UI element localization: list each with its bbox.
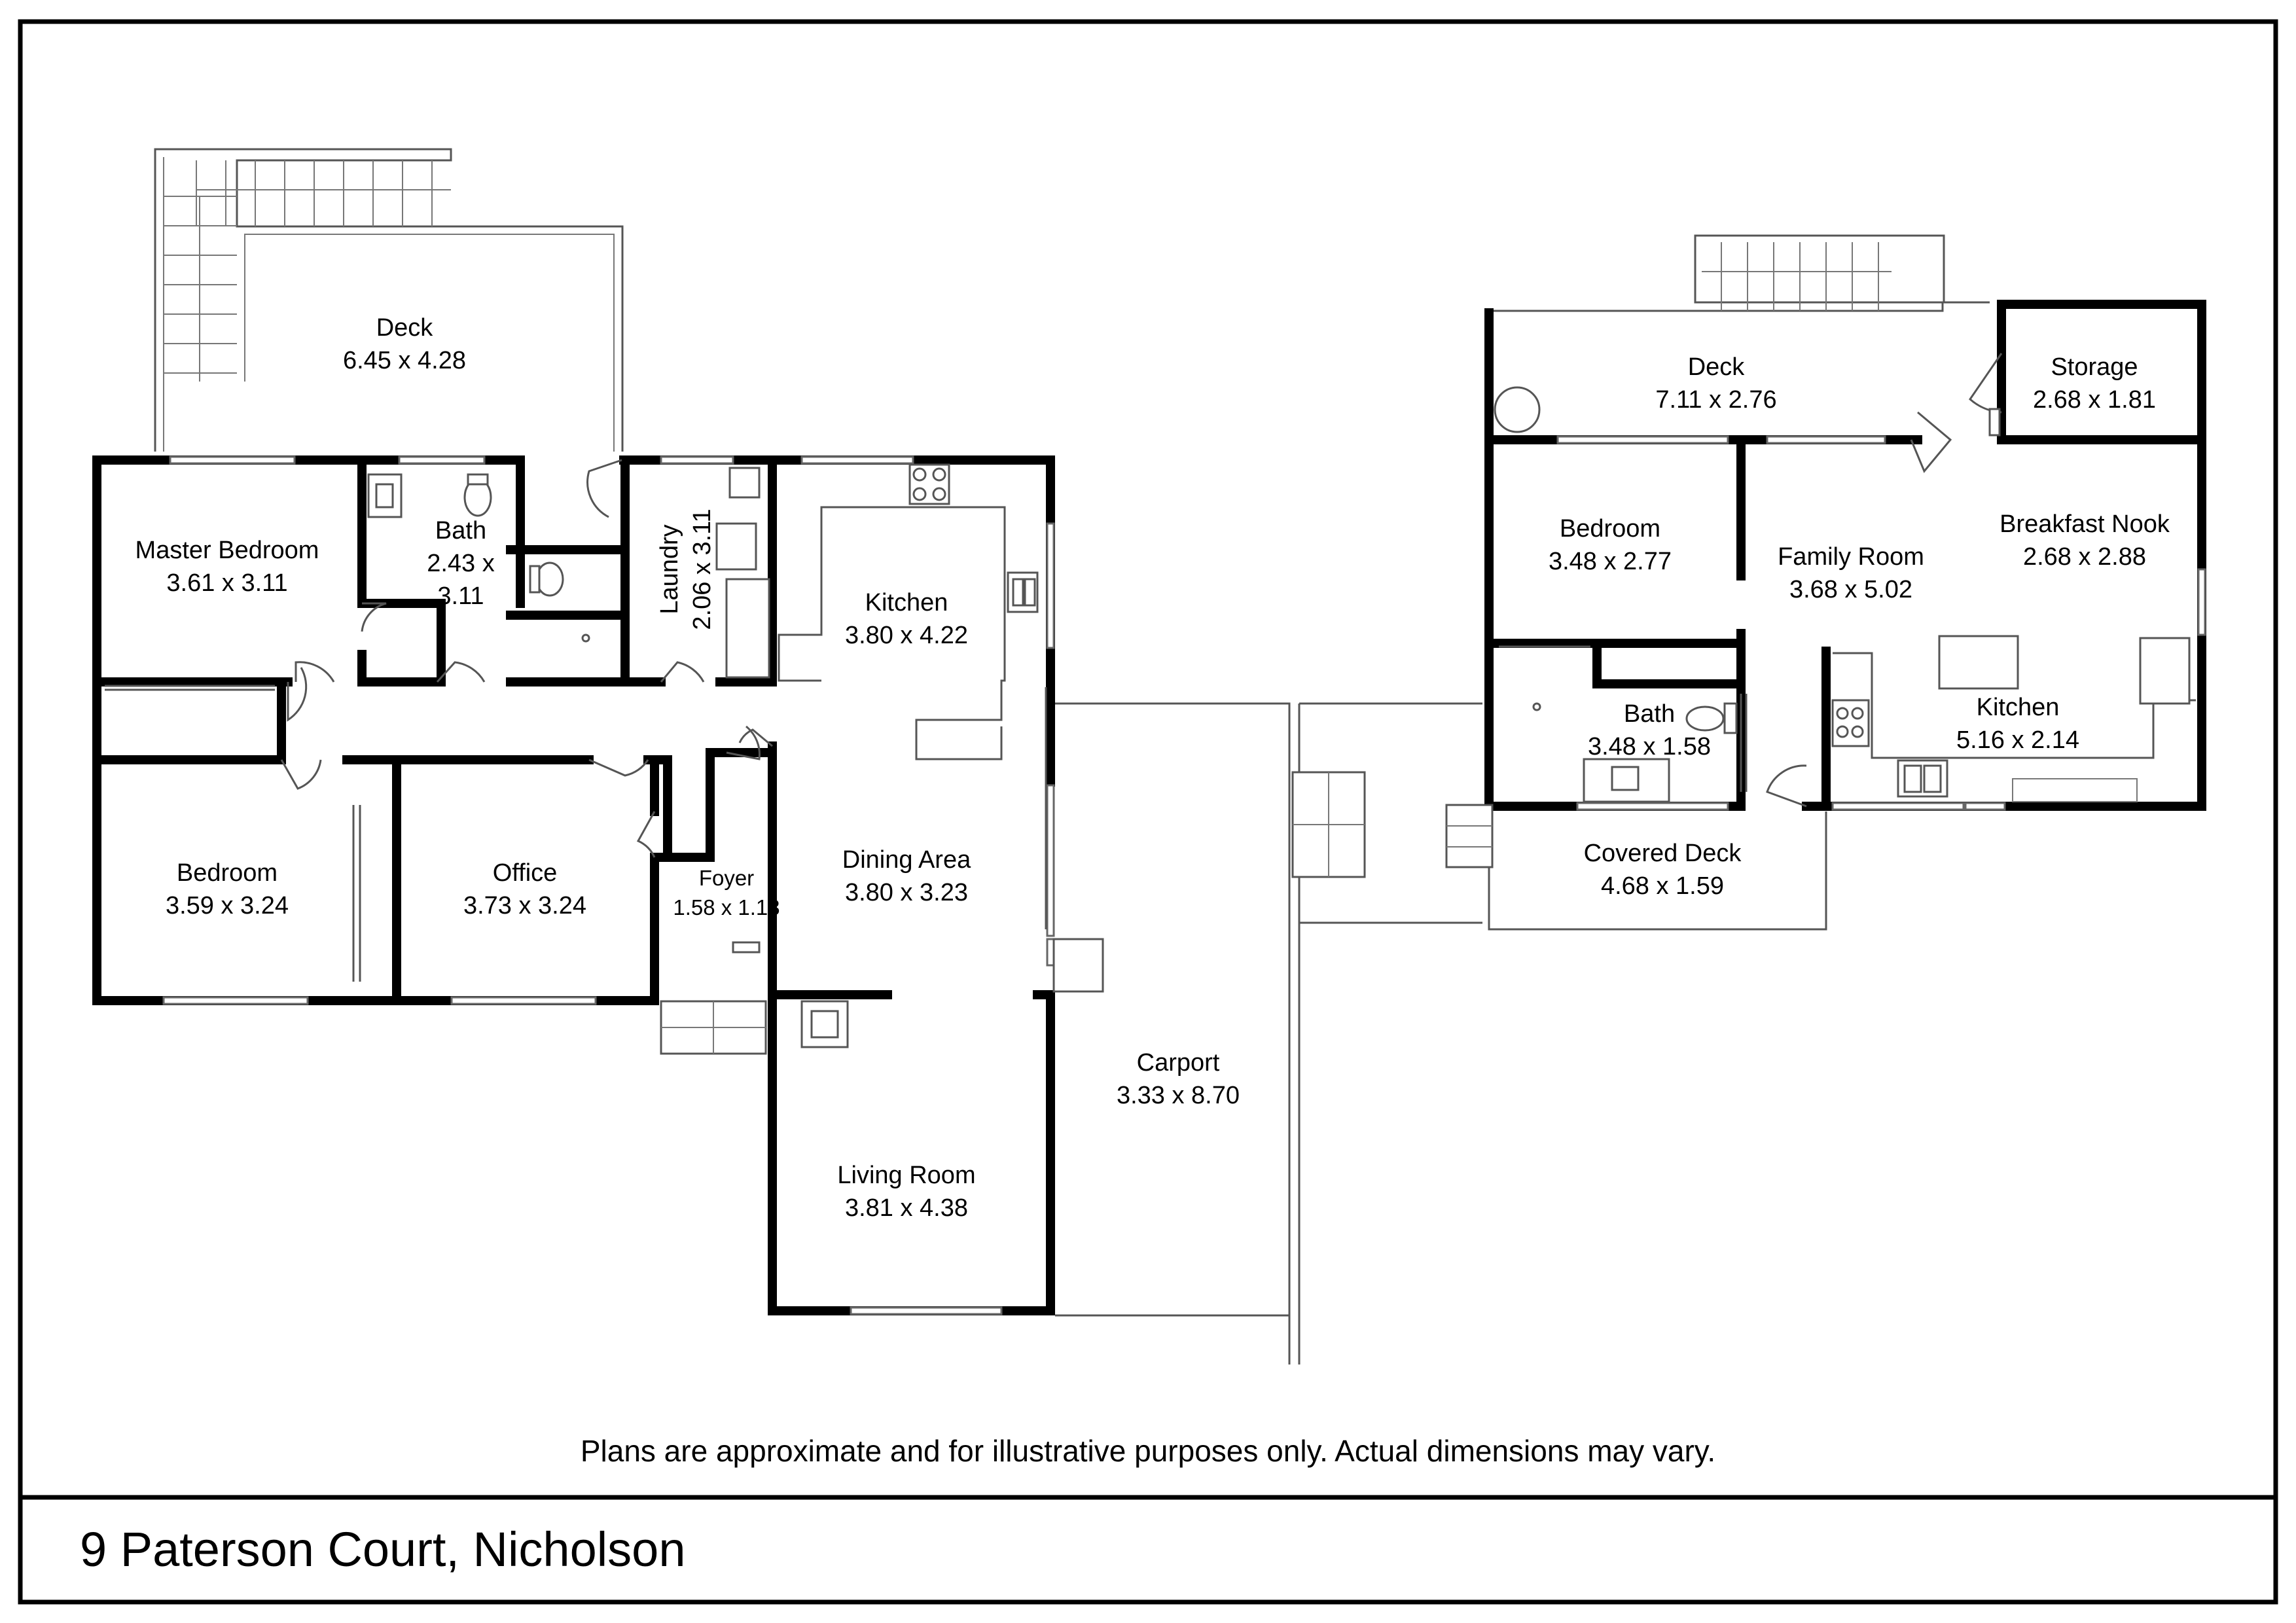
svg-text:Covered Deck: Covered Deck (1584, 840, 1742, 867)
carport-fixture (1052, 938, 1104, 993)
svg-text:Deck: Deck (376, 314, 434, 342)
svg-text:3.61 x 3.11: 3.61 x 3.11 (166, 569, 287, 597)
washer-icon (715, 522, 757, 571)
svg-text:3.11: 3.11 (437, 582, 484, 610)
svg-text:2.43 x: 2.43 x (427, 550, 495, 577)
property-address: 9 Paterson Court, Nicholson (80, 1522, 685, 1577)
room-label-breakfast: Breakfast Nook 2.68 x 2.88 (2000, 510, 2170, 571)
svg-text:3.80 x 4.22: 3.80 x 4.22 (845, 622, 968, 649)
cooktop-icon-unit (1831, 699, 1870, 747)
svg-text:Bedroom: Bedroom (1560, 515, 1660, 543)
main-house (92, 148, 1482, 1364)
svg-text:Carport: Carport (1137, 1049, 1220, 1077)
room-label-kitchen-unit: Kitchen 5.16 x 2.14 (1956, 694, 2079, 754)
room-label-living: Living Room 3.81 x 4.38 (837, 1162, 975, 1222)
unit-interior-walls (1484, 435, 1922, 811)
svg-text:Dining Area: Dining Area (842, 846, 971, 874)
unit-doors (1499, 353, 2003, 808)
svg-text:3.48 x 2.77: 3.48 x 2.77 (1549, 548, 1672, 575)
room-labels: Deck 6.45 x 4.28 Master Bedroom 3.61 x 3… (135, 314, 2170, 1222)
room-label-foyer: Foyer 1.58 x 1.13 (673, 866, 780, 919)
svg-text:Laundry: Laundry (656, 524, 683, 614)
svg-text:Family Room: Family Room (1778, 543, 1924, 571)
unit-deck-outline (1484, 234, 1990, 433)
main-exterior-walls (92, 455, 1055, 1315)
svg-text:3.59 x 3.24: 3.59 x 3.24 (166, 892, 289, 919)
bath-vanity-icon (367, 473, 403, 518)
svg-text:Master Bedroom: Master Bedroom (135, 537, 319, 564)
svg-text:Deck: Deck (1688, 353, 1746, 381)
unit-windows (1556, 435, 2206, 811)
svg-text:2.68 x 2.88: 2.68 x 2.88 (2023, 543, 2146, 571)
disclaimer-text: Plans are approximate and for illustrati… (581, 1434, 1715, 1468)
svg-text:Bath: Bath (1624, 700, 1675, 728)
room-label-dining: Dining Area 3.80 x 3.23 (842, 846, 971, 906)
svg-text:Office: Office (493, 859, 558, 887)
room-label-deck-main: Deck 6.45 x 4.28 (343, 314, 466, 374)
svg-text:Kitchen: Kitchen (865, 589, 948, 616)
svg-text:Kitchen: Kitchen (1977, 694, 2060, 721)
svg-text:Bedroom: Bedroom (177, 859, 278, 887)
svg-text:3.68 x 5.02: 3.68 x 5.02 (1789, 576, 1912, 603)
svg-text:2.06 x 3.11: 2.06 x 3.11 (689, 508, 716, 630)
svg-text:1.58 x 1.13: 1.58 x 1.13 (673, 895, 780, 919)
room-label-storage: Storage 2.68 x 1.81 (2033, 353, 2156, 414)
svg-text:Storage: Storage (2051, 353, 2138, 381)
unit-building (1445, 234, 2206, 931)
svg-text:3.73 x 3.24: 3.73 x 3.24 (463, 892, 586, 919)
carport-outline (1055, 702, 1482, 1364)
main-windows (162, 455, 1055, 1315)
svg-text:6.45 x 4.28: 6.45 x 4.28 (343, 347, 466, 374)
room-label-bedroom-unit: Bedroom 3.48 x 2.77 (1549, 515, 1672, 575)
covered-deck-outline (1445, 804, 1827, 931)
svg-text:3.48 x 1.58: 3.48 x 1.58 (1588, 733, 1711, 760)
svg-text:3.33 x 8.70: 3.33 x 8.70 (1117, 1082, 1240, 1109)
toilet-icon-2 (535, 562, 564, 597)
unit-fixtures (1532, 635, 2196, 803)
room-label-master-bedroom: Master Bedroom 3.61 x 3.11 (135, 537, 319, 597)
main-doors (105, 459, 1047, 982)
deck-stairs-side (164, 196, 237, 382)
svg-text:Bath: Bath (435, 517, 486, 544)
room-label-bedroom-main: Bedroom 3.59 x 3.24 (166, 859, 289, 919)
kitchen-island (1938, 635, 2019, 690)
main-fixtures (367, 463, 1104, 1055)
main-interior-walls (92, 455, 1055, 1005)
room-label-bath-main: Bath 2.43 x 3.11 (427, 517, 495, 610)
svg-text:2.68 x 1.81: 2.68 x 1.81 (2033, 386, 2156, 414)
fridge-icon (2139, 637, 2191, 705)
shower-icon-unit (1532, 702, 1541, 711)
svg-text:4.68 x 1.59: 4.68 x 1.59 (1601, 872, 1724, 900)
room-label-bath-unit: Bath 3.48 x 1.58 (1588, 700, 1711, 760)
room-label-carport: Carport 3.33 x 8.70 (1117, 1049, 1240, 1109)
room-label-office: Office 3.73 x 3.24 (463, 859, 586, 919)
deck-stairs-top (196, 160, 451, 226)
toilet-icon-unit (1685, 705, 1725, 732)
svg-text:3.80 x 3.23: 3.80 x 3.23 (845, 879, 968, 906)
covered-deck-steps (1445, 804, 1494, 868)
svg-text:5.16 x 2.14: 5.16 x 2.14 (1956, 726, 2079, 754)
room-label-laundry: Laundry 2.06 x 3.11 (656, 508, 716, 630)
laundry-sink-icon (728, 467, 761, 499)
page-frame (18, 19, 2278, 1605)
svg-text:Living Room: Living Room (837, 1162, 975, 1189)
room-label-deck-unit: Deck 7.11 x 2.76 (1655, 353, 1776, 414)
shower-icon (581, 633, 590, 643)
room-label-covered-deck: Covered Deck 4.68 x 1.59 (1584, 840, 1742, 900)
svg-text:7.11 x 2.76: 7.11 x 2.76 (1655, 386, 1776, 414)
room-label-kitchen-main: Kitchen 3.80 x 4.22 (845, 589, 968, 649)
unit-deck-stairs (1702, 242, 1892, 311)
svg-text:Foyer: Foyer (699, 866, 754, 890)
svg-text:3.81 x 4.38: 3.81 x 4.38 (845, 1194, 968, 1222)
room-label-family: Family Room 3.68 x 5.02 (1778, 543, 1924, 603)
deck-feature-icon (1494, 386, 1541, 433)
main-deck-outline (154, 148, 624, 452)
svg-text:Breakfast Nook: Breakfast Nook (2000, 510, 2170, 538)
